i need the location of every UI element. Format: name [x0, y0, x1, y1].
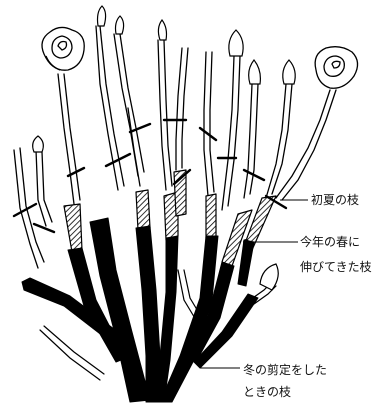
label-spring-branch-line1: 今年の春に	[300, 234, 360, 250]
label-summer-branch: 初夏の枝	[311, 192, 359, 208]
label-winter-branch-line1: 冬の剪定をした	[243, 362, 327, 378]
bud	[283, 60, 295, 84]
bud	[249, 60, 261, 84]
cut-mark	[14, 204, 36, 216]
cut-mark	[34, 224, 54, 232]
label-winter-branch-line2: ときの枝	[243, 384, 291, 400]
bud	[229, 30, 243, 56]
bud	[33, 136, 44, 152]
winter-branches	[22, 218, 258, 402]
leader-spring-dot	[244, 240, 249, 245]
rose-flower-left	[42, 27, 84, 70]
bud	[158, 20, 166, 40]
label-spring-branch-line2: 伸びてきた枝	[300, 259, 372, 275]
rose-flower-right	[315, 47, 357, 89]
cut-mark	[130, 124, 150, 132]
bud	[98, 6, 106, 26]
cut-mark	[200, 128, 216, 140]
bud	[116, 16, 124, 34]
